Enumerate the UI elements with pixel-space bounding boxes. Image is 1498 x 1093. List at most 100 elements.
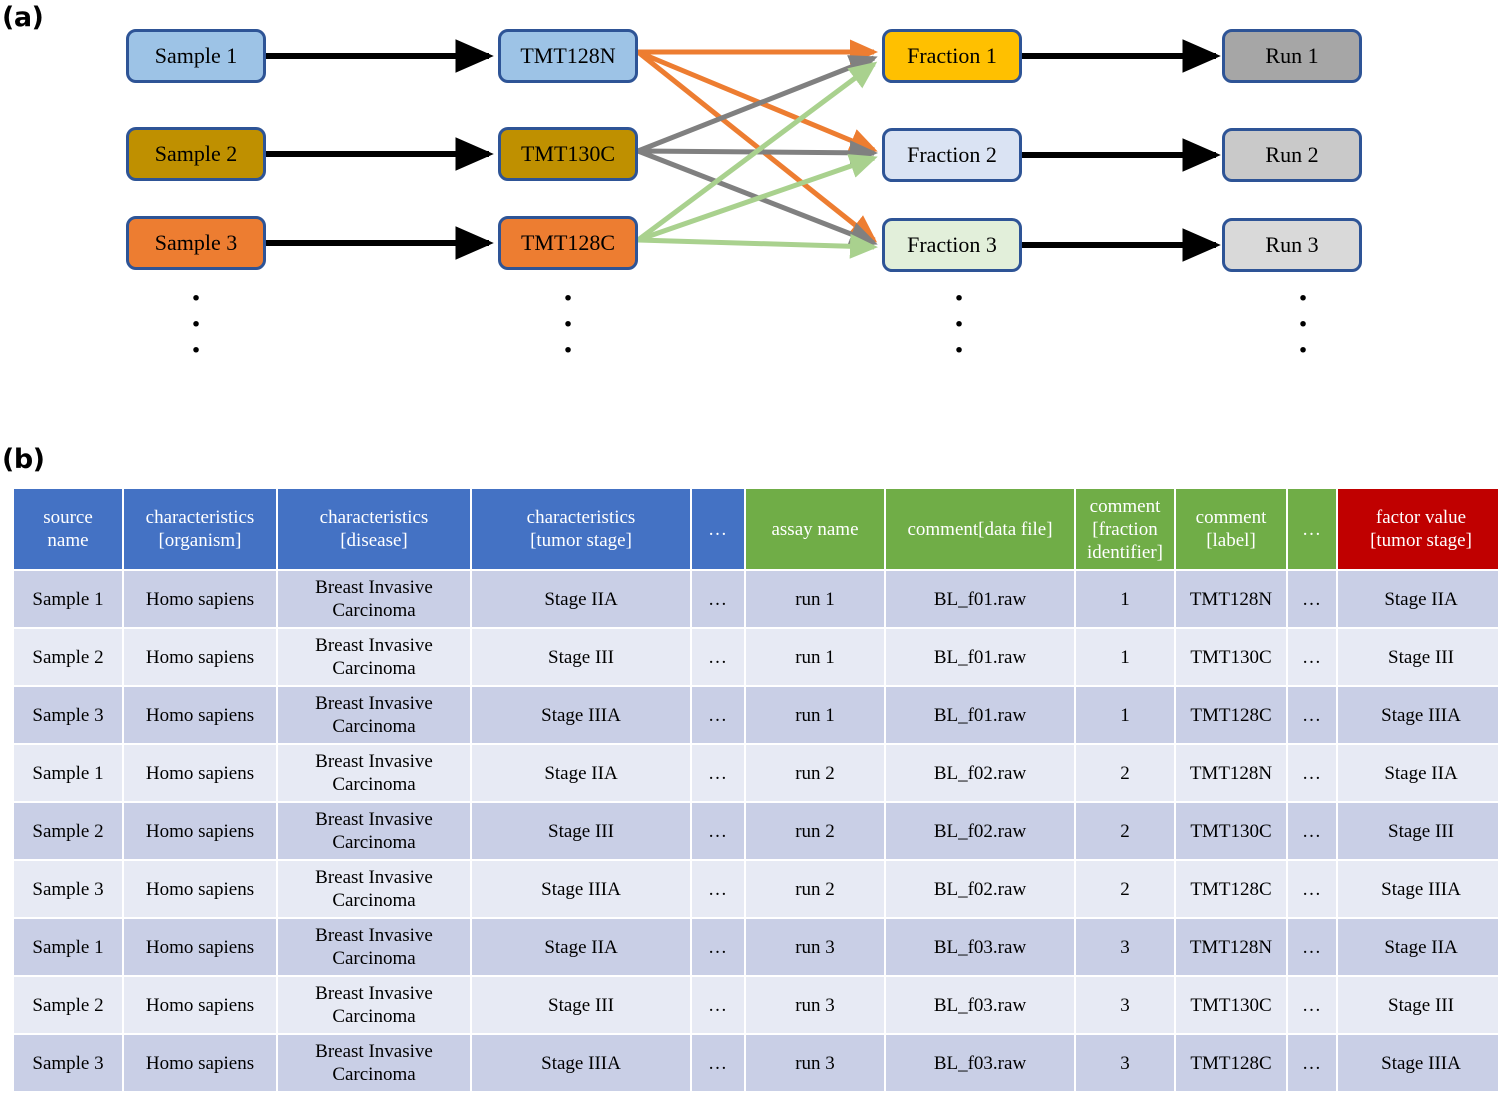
table-cell: … xyxy=(692,629,744,685)
table-cell: Stage IIA xyxy=(1338,745,1498,801)
edges-from-tmt128c xyxy=(636,61,878,259)
node-sample-3[interactable]: Sample 3 xyxy=(126,216,266,270)
table-cell: run 2 xyxy=(746,861,884,917)
table-cell: Sample 3 xyxy=(14,687,122,743)
table-cell: BL_f02.raw xyxy=(886,745,1074,801)
header-line: [tumor stage] xyxy=(530,530,632,551)
node-label: TMT130C xyxy=(520,141,616,166)
header-line: [label] xyxy=(1206,530,1256,551)
table-cell: Stage IIIA xyxy=(1338,1035,1498,1091)
node-fraction-1[interactable]: Fraction 1 xyxy=(882,29,1022,83)
table-cell: TMT128N xyxy=(1176,745,1286,801)
table-cell: … xyxy=(1288,977,1336,1033)
table-cell: run 3 xyxy=(746,919,884,975)
header-line: [disease] xyxy=(340,530,408,551)
table-cell: Stage IIIA xyxy=(472,861,690,917)
header-line: assay name xyxy=(771,518,859,540)
table-cell: Homo sapiens xyxy=(124,629,276,685)
table-cell: 2 xyxy=(1076,745,1174,801)
table-cell: TMT130C xyxy=(1176,977,1286,1033)
panel-a-label: (a) xyxy=(2,2,44,33)
node-label: Sample 3 xyxy=(154,230,238,255)
node-run-3[interactable]: Run 3 xyxy=(1222,218,1362,272)
table-cell: Stage III xyxy=(472,803,690,859)
table-cell: Sample 2 xyxy=(14,629,122,685)
panel-a-experimental-design-diagram: Sample 1 Sample 2 Sample 3 · · · TMT128N… xyxy=(0,0,1498,430)
table-cell: Homo sapiens xyxy=(124,1035,276,1091)
table-cell: … xyxy=(1288,861,1336,917)
node-tmt130c[interactable]: TMT130C xyxy=(498,127,638,181)
edge-tmt128c-to-fraction3 xyxy=(637,233,878,259)
node-label: Run 2 xyxy=(1265,142,1319,167)
table-cell: … xyxy=(1288,919,1336,975)
table-cell: … xyxy=(692,571,744,627)
table-cell: Homo sapiens xyxy=(124,977,276,1033)
header-line: … xyxy=(708,518,728,540)
table-cell: Stage III xyxy=(1338,803,1498,859)
flow-edges-svg xyxy=(266,39,1221,262)
node-label: Sample 2 xyxy=(154,141,238,166)
table-cell: Sample 2 xyxy=(14,977,122,1033)
node-fraction-3[interactable]: Fraction 3 xyxy=(882,218,1022,272)
table-cell: Breast Invasive Carcinoma xyxy=(278,919,470,975)
header-line: factor value xyxy=(1375,507,1467,528)
node-tmt128c[interactable]: TMT128C xyxy=(498,216,638,270)
node-label: Fraction 2 xyxy=(907,142,997,167)
table-cell: 3 xyxy=(1076,919,1174,975)
edges-from-tmt128n xyxy=(636,39,878,243)
table-cell: Homo sapiens xyxy=(124,861,276,917)
table-column-header: factor value[tumor stage] xyxy=(1338,489,1498,569)
table-cell: 2 xyxy=(1076,861,1174,917)
header-line: characteristics xyxy=(319,507,429,528)
table-cell: TMT128C xyxy=(1176,1035,1286,1091)
table-cell: Stage III xyxy=(472,977,690,1033)
table-cell: TMT128C xyxy=(1176,861,1286,917)
table-cell: Stage IIIA xyxy=(1338,861,1498,917)
header-line: [tumor stage] xyxy=(1370,530,1472,551)
table-cell: Stage IIIA xyxy=(1338,687,1498,743)
table-cell: … xyxy=(692,977,744,1033)
node-sample-2[interactable]: Sample 2 xyxy=(126,127,266,181)
table-cell: … xyxy=(1288,687,1336,743)
table-cell: … xyxy=(1288,803,1336,859)
table-cell: Breast Invasive Carcinoma xyxy=(278,571,470,627)
table-column-header: characteristics[organism] xyxy=(124,489,276,569)
table-column-header: … xyxy=(692,489,744,569)
panel-b-label: (b) xyxy=(2,444,45,475)
header-line: [organism] xyxy=(158,530,242,551)
table-column-header: characteristics[disease] xyxy=(278,489,470,569)
node-fraction-2[interactable]: Fraction 2 xyxy=(882,128,1022,182)
node-tmt128n[interactable]: TMT128N xyxy=(498,29,638,83)
table-cell: Sample 1 xyxy=(14,919,122,975)
table-cell: Stage IIA xyxy=(1338,919,1498,975)
node-label: Fraction 1 xyxy=(907,43,997,68)
node-sample-1[interactable]: Sample 1 xyxy=(126,29,266,83)
table-cell: BL_f01.raw xyxy=(886,687,1074,743)
edge-tmt128c-to-fraction2 xyxy=(637,154,878,243)
edge-tmt128n-to-fraction3 xyxy=(636,50,878,243)
header-line: name xyxy=(47,530,89,551)
table-cell: TMT128C xyxy=(1176,687,1286,743)
table-cell: Breast Invasive Carcinoma xyxy=(278,1035,470,1091)
table-cell: 1 xyxy=(1076,687,1174,743)
table-cell: 2 xyxy=(1076,803,1174,859)
table-cell: … xyxy=(692,1035,744,1091)
table-cell: BL_f03.raw xyxy=(886,977,1074,1033)
node-label: Run 3 xyxy=(1265,232,1319,257)
table-cell: TMT128N xyxy=(1176,571,1286,627)
header-line: [fraction xyxy=(1092,518,1158,540)
header-line: comment xyxy=(1089,495,1161,517)
node-run-2[interactable]: Run 2 xyxy=(1222,128,1362,182)
node-run-1[interactable]: Run 1 xyxy=(1222,29,1362,83)
